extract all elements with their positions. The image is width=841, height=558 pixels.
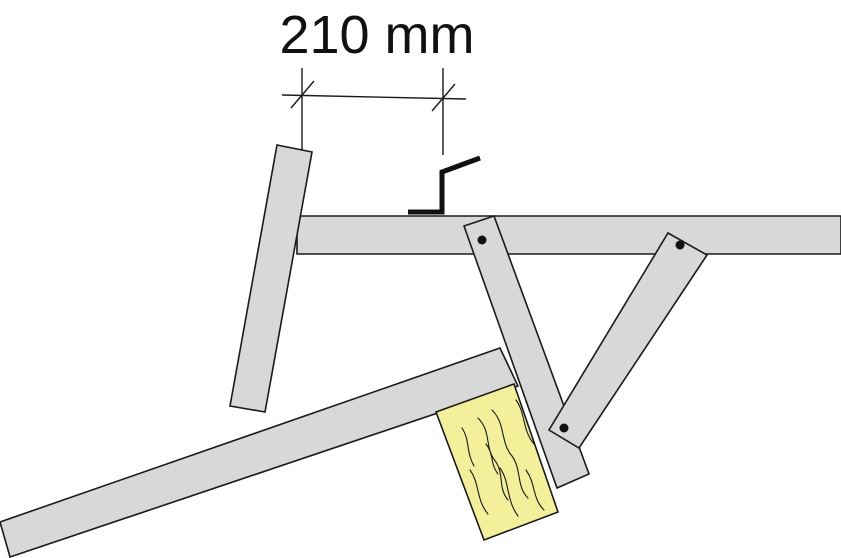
- horizontal-beam: [296, 215, 841, 255]
- wood-grain-line: [485, 443, 499, 475]
- dimension-label: 210 mm: [279, 5, 474, 65]
- pivot-pin-brace-bottom: [559, 423, 569, 433]
- wood-block-body: [434, 382, 560, 542]
- pivot-pin-brace-top: [675, 240, 685, 250]
- pivot-pin-arm: [477, 235, 487, 245]
- tilted-post: [229, 144, 313, 413]
- wood-grain-line: [525, 469, 545, 511]
- dimension-tick-left: [290, 80, 315, 109]
- diagonal-brace: [547, 231, 709, 450]
- wood-grain-line: [499, 467, 519, 517]
- inclined-base-beam: [0, 347, 520, 558]
- dimension-line: [281, 94, 467, 100]
- wood-grain-line: [515, 399, 535, 445]
- z-bracket: [408, 155, 481, 215]
- wood-grain-line: [461, 427, 475, 467]
- wood-grain-line: [477, 417, 509, 501]
- dimension-tick-right: [431, 83, 456, 112]
- wood-block: [434, 382, 560, 542]
- wood-grain-line: [469, 469, 489, 515]
- wood-grain-line: [491, 409, 529, 499]
- dimension-annotation: 210 mm: [279, 5, 475, 185]
